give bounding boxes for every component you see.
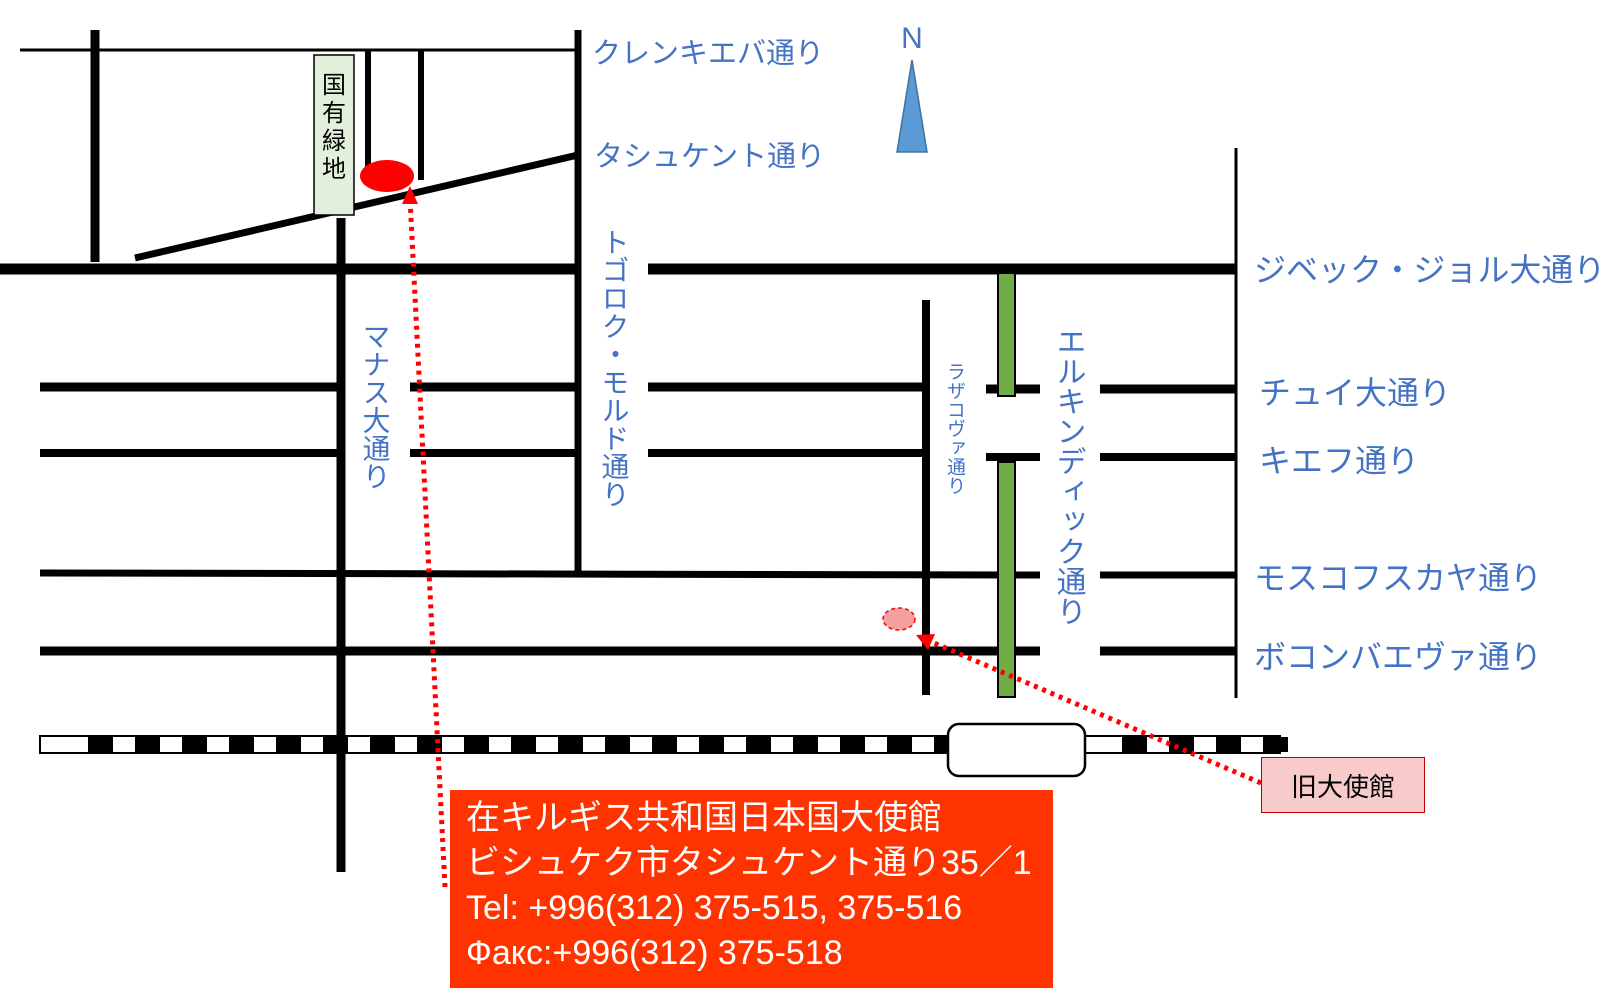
label-bokonbaeva-street: ボコンバエヴァ通り xyxy=(1254,638,1542,676)
railway-dash xyxy=(1263,737,1288,752)
railway-dash xyxy=(887,737,912,752)
park-label-char-3: 緑 xyxy=(322,127,346,155)
railway-dash xyxy=(135,737,160,752)
old-embassy-label: 旧大使館 xyxy=(1290,772,1395,803)
railway-dash xyxy=(652,737,677,752)
railway-dash xyxy=(323,737,348,752)
leader-lines xyxy=(407,197,1262,888)
label-moskovskaya-street: モスコフスカヤ通り xyxy=(1254,559,1542,597)
railway-dash xyxy=(229,737,254,752)
north-label: N xyxy=(901,22,923,55)
label-manas-avenue: マナス大通り xyxy=(359,322,392,490)
label-kiev-street: キエフ通り xyxy=(1259,442,1419,480)
embassy-name: 在キルギス共和国日本国大使館 xyxy=(466,799,942,837)
railway-dash xyxy=(558,737,583,752)
label-togolok-moldo-street: トゴロク・モルド通り xyxy=(598,228,631,508)
road-moskovskaya-1 xyxy=(39,569,1041,579)
old-embassy-leader-arrowhead xyxy=(916,634,935,650)
railway-dash xyxy=(182,737,207,752)
north-arrow: N xyxy=(896,22,928,153)
embassy-fax: Факс:+996(312) 375-518 xyxy=(466,934,843,972)
label-razzakova-street: ラザコヴァ通り xyxy=(944,362,966,495)
embassy-leader-arrowhead xyxy=(402,186,418,204)
railway-dash xyxy=(840,737,865,752)
railway-dash xyxy=(276,737,301,752)
railway-dash xyxy=(464,737,489,752)
erkindik-green-strip xyxy=(997,272,1016,698)
park-label: 国 有 緑 地 xyxy=(322,71,346,183)
park-label-char-1: 国 xyxy=(322,71,346,99)
old-embassy-label-box: 旧大使館 xyxy=(1261,757,1425,813)
old-embassy-marker[interactable] xyxy=(882,607,916,631)
railway-station xyxy=(946,722,1087,778)
label-erkindik-street: エルキンディック通り xyxy=(1051,326,1086,626)
railway-dash xyxy=(699,737,724,752)
park-label-char-2: 有 xyxy=(322,99,346,127)
embassy-address: ビシュケク市タシュケント通り35／1 xyxy=(466,844,1032,882)
railway-dash xyxy=(88,737,113,752)
embassy-tel: Tel: +996(312) 375-515, 375-516 xyxy=(466,889,963,927)
label-chui-avenue: チュイ大通り xyxy=(1259,374,1451,412)
embassy-info-box: 在キルギス共和国日本国大使館 ビシュケク市タシュケント通り35／1 Tel: +… xyxy=(450,790,1053,988)
road-tashkent xyxy=(134,151,579,262)
railway-dash xyxy=(511,737,536,752)
embassy-leader-line xyxy=(407,197,448,888)
railway-dash xyxy=(1122,737,1147,752)
railway-dash xyxy=(746,737,771,752)
national-park xyxy=(313,54,355,216)
railway-dash xyxy=(1216,737,1241,752)
label-tashkent-street: タシュケント通り xyxy=(594,139,825,173)
railway-dash xyxy=(605,737,630,752)
railway xyxy=(39,722,1288,778)
park-label-char-4: 地 xyxy=(322,155,346,183)
label-klenkieva-street: クレンキエバ通り xyxy=(592,36,824,70)
railway-dash xyxy=(1169,737,1194,752)
embassy-marker[interactable] xyxy=(360,160,414,192)
railway-dash xyxy=(370,737,395,752)
old-embassy-leader-line xyxy=(926,637,1262,786)
label-zhibek-zholu-avenue: ジベック・ジョル大通り xyxy=(1254,251,1605,289)
railway-dash xyxy=(793,737,818,752)
